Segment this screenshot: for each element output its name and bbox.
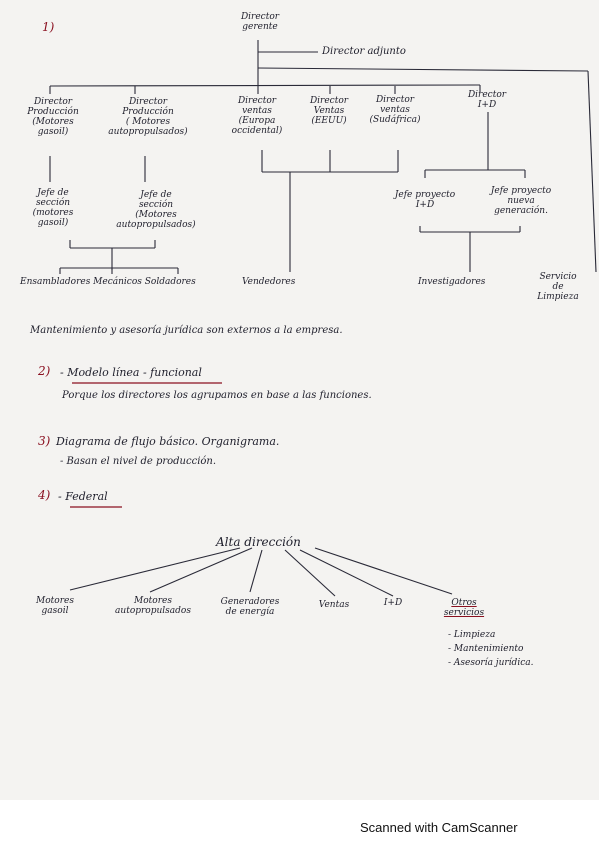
node-director-i-d: Director I+D — [467, 90, 507, 110]
node-motores-autopropulsados: Motores autopropulsados — [115, 596, 191, 616]
node-director-ventas-eeuu: Director Ventas (EEUU) — [309, 96, 349, 126]
node-workers: Ensambladores Mecánicos Soldadores — [20, 277, 196, 287]
section-3-title: Diagrama de flujo básico. Organigrama. — [56, 435, 280, 448]
node-otros-servicios: Otros servicios — [443, 598, 485, 618]
diagram-lines — [49, 40, 597, 597]
section-2-title: - Modelo línea - funcional — [60, 366, 202, 379]
node-generadores-energia: Generadores de energía — [220, 597, 280, 617]
node-jefe-proyecto-i-d: Jefe proyecto I+D — [394, 190, 456, 210]
node-director-ventas-europa: Director ventas (Europa occidental) — [231, 96, 283, 136]
section-4-title: - Federal — [58, 490, 108, 503]
node-ventas: Ventas — [318, 600, 350, 610]
note-external-services: Mantenimiento y asesoría jurídica son ex… — [30, 325, 343, 336]
section-number-1: 1) — [42, 20, 55, 34]
node-director-ventas-sudafrica: Director ventas (Sudáfrica) — [369, 95, 421, 125]
section-number-3: 3) — [38, 434, 51, 448]
node-jefe-seccion-autopropulsados: Jefe de sección (Motores autopropulsados… — [116, 190, 196, 230]
node-director-produccion-motores-autopropulsados: Director Producción ( Motores autopropul… — [108, 97, 188, 137]
node-investigadores: Investigadores — [418, 277, 486, 287]
node-vendedores: Vendedores — [242, 277, 296, 287]
section-3-text: - Basan el nivel de producción. — [60, 456, 217, 467]
node-director-gerente: Director gerente — [240, 12, 280, 32]
scanned-page: 1) Director gerente Director adjunto Dir… — [0, 0, 599, 800]
node-i-d: I+D — [383, 598, 403, 608]
node-director-produccion-motores-gasoil: Director Producción (Motores gasoil) — [27, 97, 79, 137]
node-servicio-limpieza: Servicio de Limpieza — [537, 272, 579, 302]
node-director-adjunto: Director adjunto — [322, 46, 406, 57]
scanner-watermark: Scanned with CamScanner — [360, 820, 518, 835]
section-number-2: 2) — [38, 364, 51, 378]
section-number-4: 4) — [38, 488, 51, 502]
service-item: - Asesoría jurídica. — [448, 658, 534, 668]
node-alta-direccion: Alta dirección — [216, 535, 301, 549]
section-2-text: Porque los directores los agrupamos en b… — [62, 390, 372, 401]
node-motores-gasoil: Motores gasoil — [36, 596, 74, 616]
node-jefe-proyecto-nueva-generacion: Jefe proyecto nueva generación. — [490, 186, 552, 216]
service-item: - Mantenimiento — [448, 644, 524, 654]
service-item: - Limpieza — [448, 630, 496, 640]
node-jefe-seccion-gasoil: Jefe de sección (motores gasoil) — [32, 188, 74, 228]
